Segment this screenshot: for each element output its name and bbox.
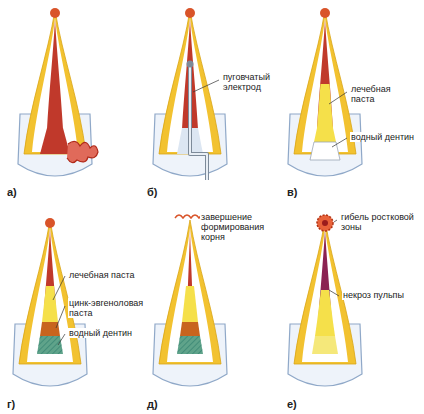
panel-letter: г): [6, 398, 16, 410]
part-label: некроз пульпы: [342, 290, 416, 300]
part-label: завершение формирования корня: [200, 212, 282, 242]
panel-letter: е): [286, 398, 298, 410]
panel-letter: б): [146, 186, 158, 198]
part-label: водный дентин: [68, 328, 146, 338]
panel-letter: д): [146, 398, 159, 410]
part-label: гибель ростковой зоны: [340, 212, 418, 232]
tooth-f: [288, 215, 362, 386]
tooth-b: [153, 8, 227, 180]
leader-lines: [53, 80, 347, 345]
panel-letter: а): [6, 186, 18, 198]
part-label: лечебная паста: [350, 84, 416, 104]
panel-letter: в): [286, 186, 298, 198]
part-label: водный дентин: [350, 132, 416, 142]
tooth-a: [18, 8, 98, 176]
part-label: лечебная паста: [68, 270, 146, 280]
part-label: цинк-эвгеноловая паста: [68, 298, 148, 318]
part-label: пуговчатый электрод: [222, 72, 286, 92]
